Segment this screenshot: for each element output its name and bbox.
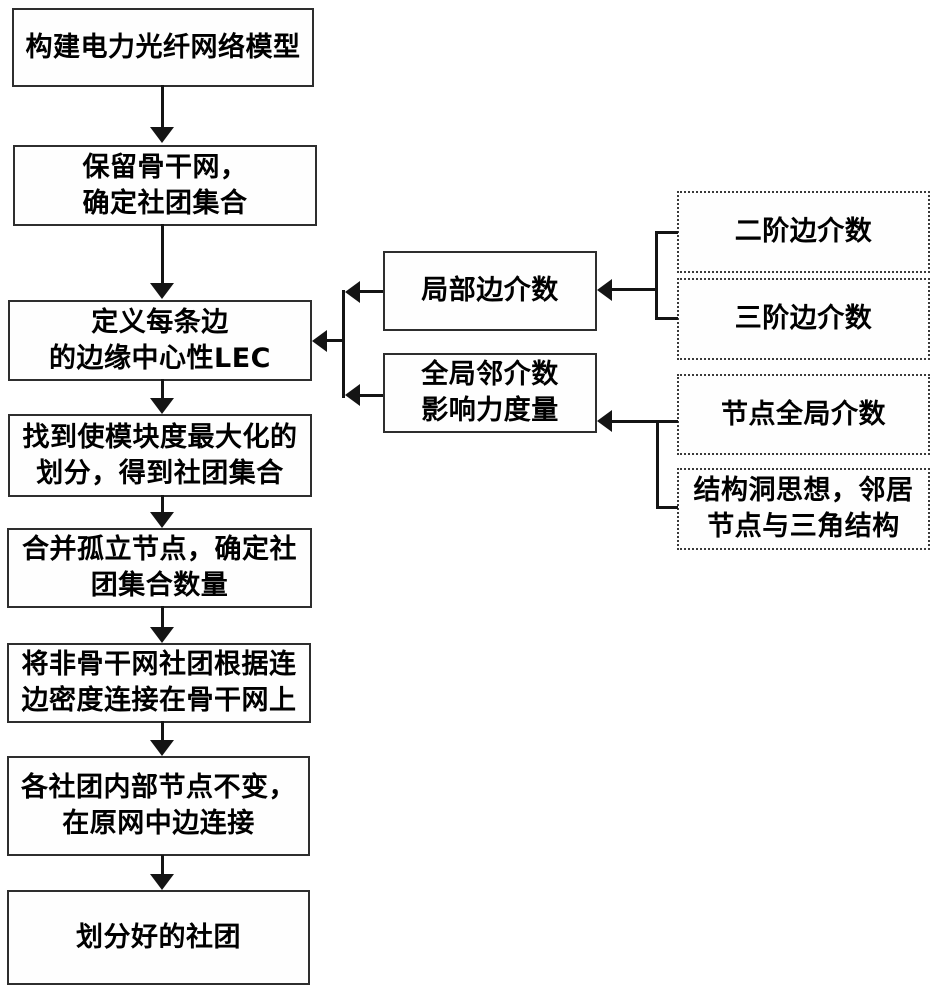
arrowhead-down-icon [150,627,174,643]
step-build-network-model: 构建电力光纤网络模型 [12,8,314,87]
connector-bar [656,420,659,509]
arrowhead-left-icon [597,410,612,432]
box-second-order-edge-betweenness: 二阶边介数 [677,191,930,273]
connector-bar [655,231,658,320]
box-structural-hole-triangle: 结构洞思想，邻居 节点与三角结构 [677,468,930,550]
box-node-global-betweenness: 节点全局介数 [677,374,930,455]
step-attach-nonbackbone: 将非骨干网社团根据连 边密度连接在骨干网上 [7,643,311,723]
arrowhead-down-icon [150,283,174,299]
box-global-neighbor-influence: 全局邻介数 影响力度量 [383,353,597,433]
box-local-edge-betweenness: 局部边介数 [383,251,597,331]
box-third-order-edge-betweenness: 三阶边介数 [677,278,930,360]
step-keep-internal-nodes: 各社团内部节点不变， 在原网中边连接 [7,756,310,856]
arrowhead-down-icon [150,874,174,890]
step-retain-backbone: 保留骨干网， 确定社团集合 [13,145,317,226]
step-define-lec: 定义每条边 的边缘中心性LEC [8,300,312,381]
arrowhead-left-icon [597,279,612,301]
arrowhead-down-icon [150,740,174,756]
arrowhead-left-icon [312,330,327,352]
arrowhead-left-icon [345,384,360,406]
arrowhead-down-icon [150,398,174,414]
arrowhead-down-icon [150,127,174,143]
step-final-communities: 划分好的社团 [7,890,310,985]
step-maximize-modularity: 找到使模块度最大化的 划分，得到社团集合 [8,414,312,497]
arrowhead-left-icon [345,281,360,303]
step-merge-isolated-nodes: 合并孤立节点，确定社 团集合数量 [7,528,312,608]
connector-bar [342,290,345,398]
arrowhead-down-icon [150,512,174,528]
